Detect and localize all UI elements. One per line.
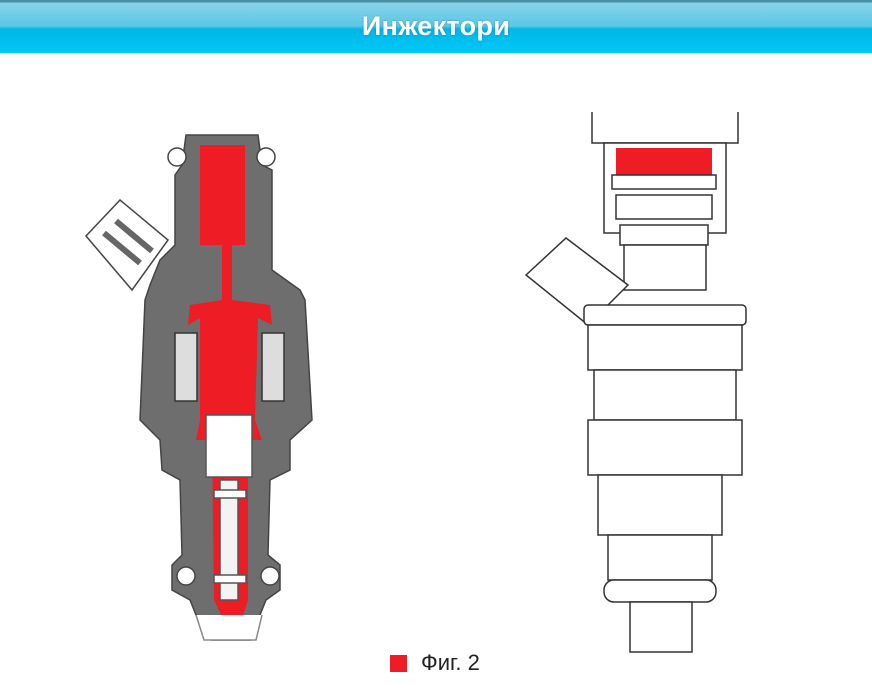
electrical-connector	[524, 237, 630, 327]
fuel-channel	[188, 145, 272, 625]
solenoid-coil	[174, 332, 198, 402]
fuel-inlet	[616, 148, 712, 175]
fuel-rail	[591, 112, 739, 144]
upper-o-ring	[167, 147, 187, 167]
lower-o-ring	[603, 579, 717, 603]
lower-o-ring	[176, 566, 196, 586]
page-title: Инжектори	[361, 11, 511, 41]
figure-legend: Фиг. 2	[390, 650, 480, 676]
nozzle-cap	[195, 614, 263, 641]
figure-caption: Фиг. 2	[421, 650, 480, 675]
armature	[205, 414, 253, 478]
electrical-connector	[84, 198, 170, 292]
nozzle-tip	[629, 601, 693, 653]
header-bar: Инжектори	[0, 0, 872, 53]
injector-external-view	[524, 112, 747, 653]
fuel-color-swatch	[390, 654, 407, 672]
needle-valve	[219, 479, 239, 601]
injector-cross-section	[84, 134, 313, 641]
upper-body	[583, 304, 747, 326]
